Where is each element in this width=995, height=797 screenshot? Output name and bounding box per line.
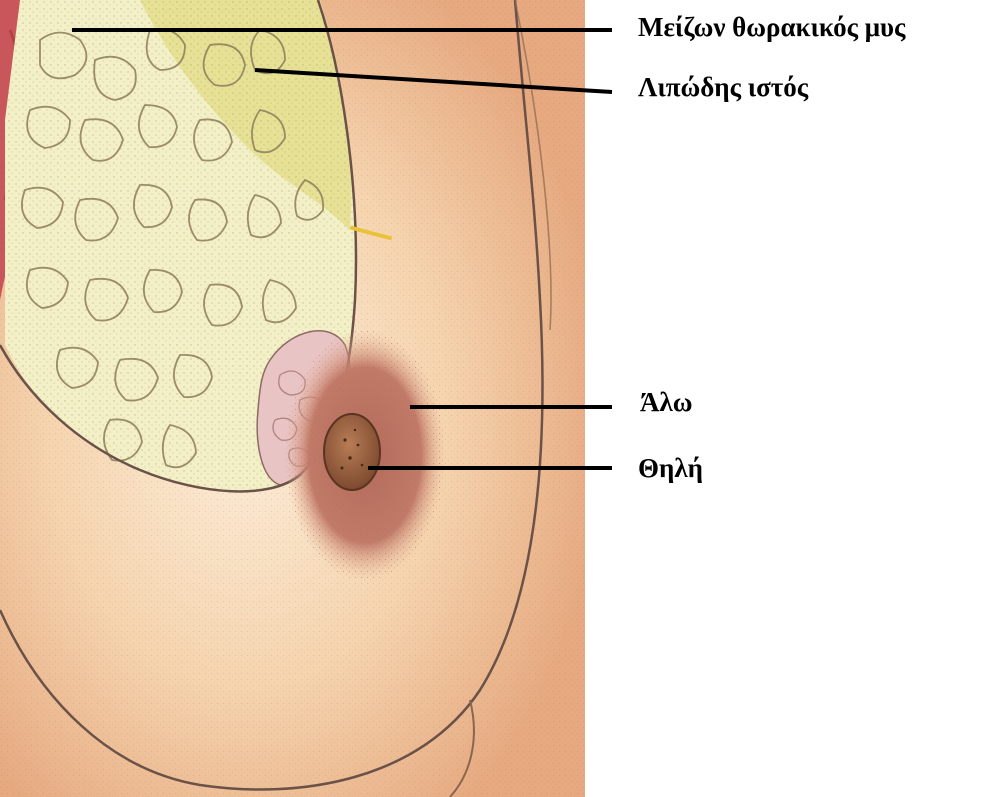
label-adipose-tissue: Λιπώδης ιστός xyxy=(638,74,808,101)
label-nipple: Θηλή xyxy=(638,455,703,482)
label-areola: Άλω xyxy=(640,389,693,416)
label-pectoralis-major: Μείζων θωρακικός μυς xyxy=(638,14,905,41)
nipple xyxy=(324,414,380,490)
